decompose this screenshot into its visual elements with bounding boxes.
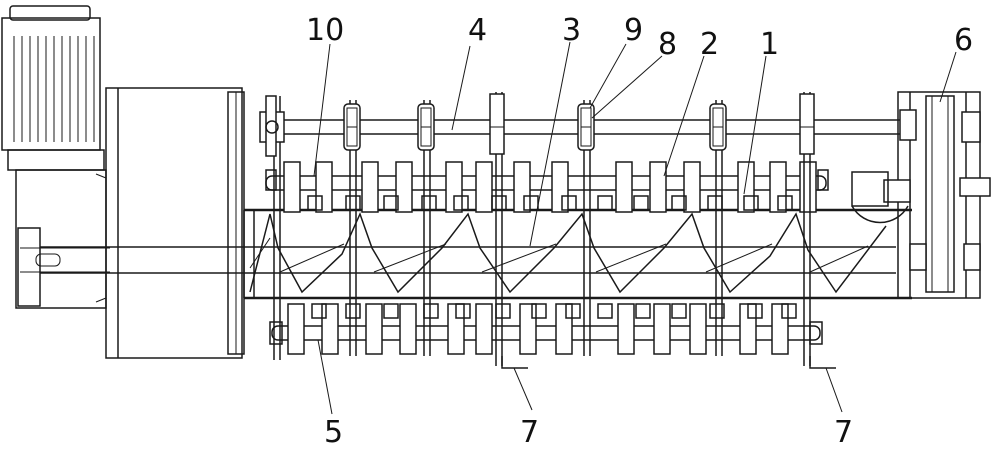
upper-square-holes [307,195,793,211]
label-9: 9 [624,13,643,48]
label-1: 1 [760,27,779,62]
lower-bar-row [269,303,823,355]
screw-trough [243,208,912,300]
label-3: 3 [562,13,581,48]
label-7-right: 7 [834,415,853,450]
screw-blade [249,211,887,294]
main-shaft [40,246,896,274]
label-6: 6 [954,23,973,58]
leader-lines [313,41,957,415]
label-2: 2 [700,27,719,62]
label-8: 8 [658,27,677,62]
label-10: 10 [306,13,344,48]
support-feet [501,356,836,369]
label-7-left: 7 [520,415,539,450]
gear-reducer [15,169,110,309]
label-4: 4 [468,13,487,48]
lower-teeth [287,303,789,355]
drive-drum [105,87,245,359]
label-5: 5 [324,415,343,450]
sprocket-assemblies [259,93,815,157]
motor [1,5,105,171]
right-gearbox [851,91,991,299]
upper-teeth [283,161,817,213]
lower-square-holes [311,303,797,319]
motor-cooling-fins [13,36,95,142]
upper-bar-row [265,161,829,213]
reference-numerals: 10 4 3 9 8 2 1 6 5 7 7 [306,13,973,450]
